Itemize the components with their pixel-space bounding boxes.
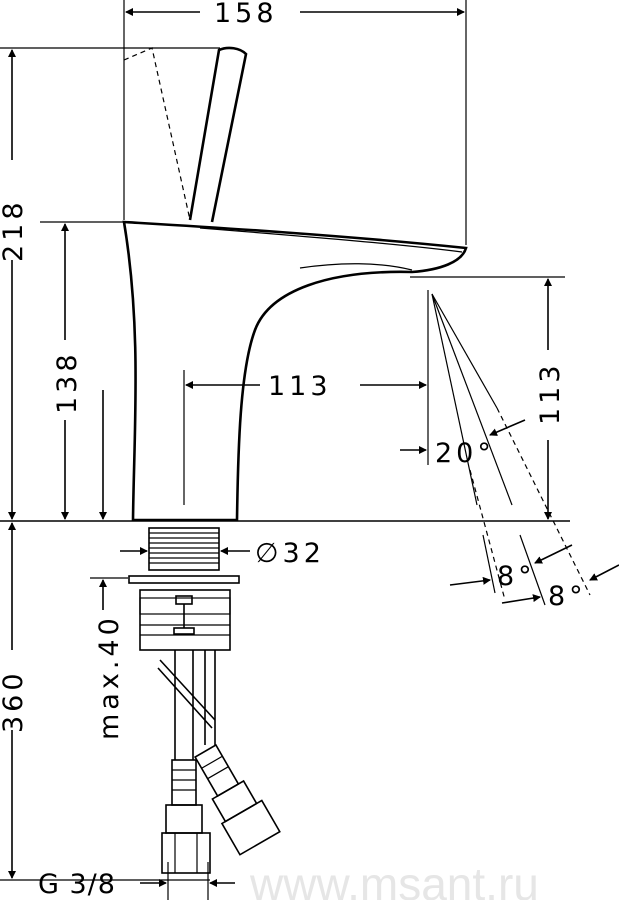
svg-text:218: 218 <box>0 198 29 262</box>
svg-text:138: 138 <box>52 350 83 414</box>
dimension-height-spout: 138 <box>52 223 107 520</box>
dimension-height-total: 218 <box>0 49 29 520</box>
svg-text:8°: 8° <box>548 581 587 612</box>
supply-hoses <box>157 650 281 874</box>
svg-text:max.40: max.40 <box>94 614 125 740</box>
dimension-below-height: 360 <box>0 522 29 879</box>
dimension-spout-reach: 113 <box>185 371 427 402</box>
dimension-connection: G 3/8 <box>38 862 235 900</box>
svg-text:G 3/8: G 3/8 <box>38 869 116 900</box>
watermark: www.msant.ru <box>249 858 539 900</box>
shank: ∅32 <box>120 527 325 651</box>
faucet-body <box>122 220 468 522</box>
svg-text:8°: 8° <box>497 561 536 592</box>
svg-text:360: 360 <box>0 669 29 733</box>
faucet-handle <box>123 46 248 223</box>
dimension-width: 158 <box>125 0 465 29</box>
spray-angle-lines: 20° 8° 8° <box>400 293 619 612</box>
svg-text:113: 113 <box>535 361 566 425</box>
svg-text:∅32: ∅32 <box>255 538 325 569</box>
svg-text:20°: 20° <box>435 438 495 469</box>
svg-text:113: 113 <box>268 371 332 402</box>
extension-lines <box>0 0 570 881</box>
svg-text:158: 158 <box>214 0 278 29</box>
dimension-spout-height: 113 <box>535 278 566 520</box>
dimension-max-thickness: max.40 <box>94 579 125 740</box>
